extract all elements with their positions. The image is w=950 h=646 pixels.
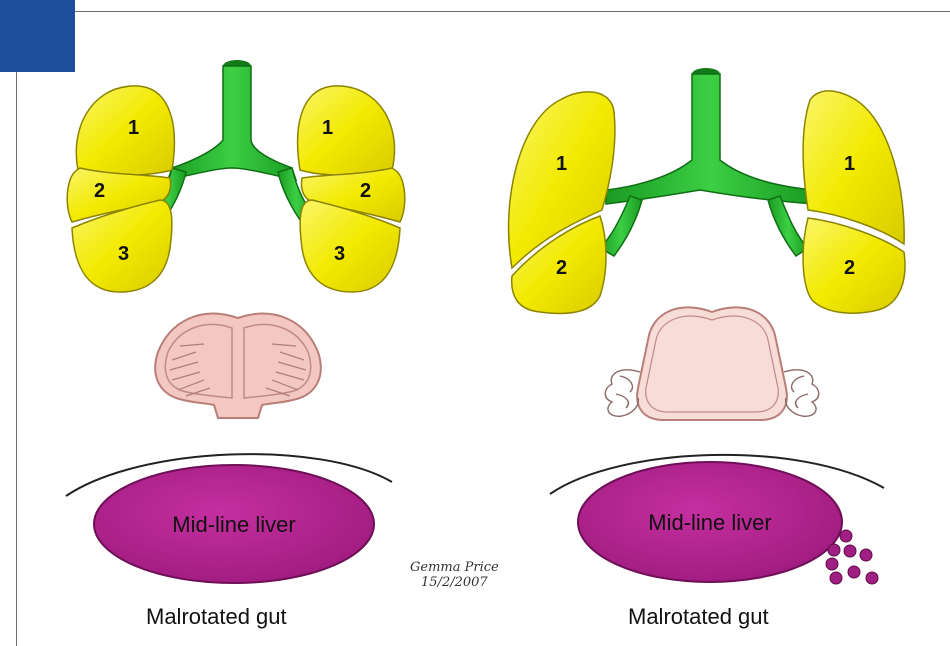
right-panel-left-lung: 1 2 bbox=[509, 92, 615, 314]
spleen-nodule bbox=[866, 572, 878, 584]
spleen-nodule bbox=[826, 558, 838, 570]
lobe-number: 2 bbox=[844, 257, 855, 279]
lobe-number: 1 bbox=[128, 117, 139, 139]
right-panel-right-lung: 1 2 bbox=[803, 91, 905, 313]
right-panel-abdomen: Mid-line liver bbox=[550, 455, 884, 584]
lobe-number: 3 bbox=[334, 243, 345, 265]
lobe-number: 2 bbox=[556, 257, 567, 279]
left-appendage-coil bbox=[605, 370, 640, 416]
liver-label: Mid-line liver bbox=[172, 512, 295, 537]
artist-signature: Gemma Price 15/2/2007 bbox=[410, 560, 499, 590]
signature-name: Gemma Price bbox=[410, 560, 499, 575]
lobe-number: 2 bbox=[94, 180, 105, 202]
right-panel-airway bbox=[600, 68, 814, 256]
lobe-upper bbox=[298, 86, 395, 175]
lobe-number: 3 bbox=[118, 243, 129, 265]
atrium-shape bbox=[155, 314, 321, 418]
gut-label-left: Malrotated gut bbox=[146, 604, 287, 630]
spleen-nodule bbox=[844, 545, 856, 557]
gut-label-right: Malrotated gut bbox=[628, 604, 769, 630]
left-panel-left-lung: 1 2 3 bbox=[67, 86, 174, 292]
liver-label: Mid-line liver bbox=[648, 510, 771, 535]
spleen-nodule bbox=[848, 566, 860, 578]
spleen-nodule bbox=[828, 544, 840, 556]
left-panel-abdomen: Mid-line liver bbox=[66, 454, 392, 583]
left-trachea-bronchi bbox=[168, 66, 296, 180]
lobe-number: 1 bbox=[322, 117, 333, 139]
lobe-number: 1 bbox=[556, 153, 567, 175]
left-panel-right-lung: 1 2 3 bbox=[298, 86, 405, 292]
signature-date: 15/2/2007 bbox=[410, 575, 499, 590]
lobe-upper bbox=[76, 86, 174, 175]
spleen-nodule bbox=[840, 530, 852, 542]
right-bronchus-branch bbox=[768, 196, 808, 256]
right-panel-atrium bbox=[605, 307, 819, 420]
right-trachea-bronchi bbox=[606, 74, 814, 204]
atrium-shape bbox=[637, 307, 787, 420]
lobe-number: 2 bbox=[360, 180, 371, 202]
left-panel-atrium bbox=[155, 314, 321, 418]
spleen-nodule bbox=[830, 572, 842, 584]
right-appendage-coil bbox=[784, 370, 819, 416]
spleen-nodule bbox=[860, 549, 872, 561]
lobe-number: 1 bbox=[844, 153, 855, 175]
